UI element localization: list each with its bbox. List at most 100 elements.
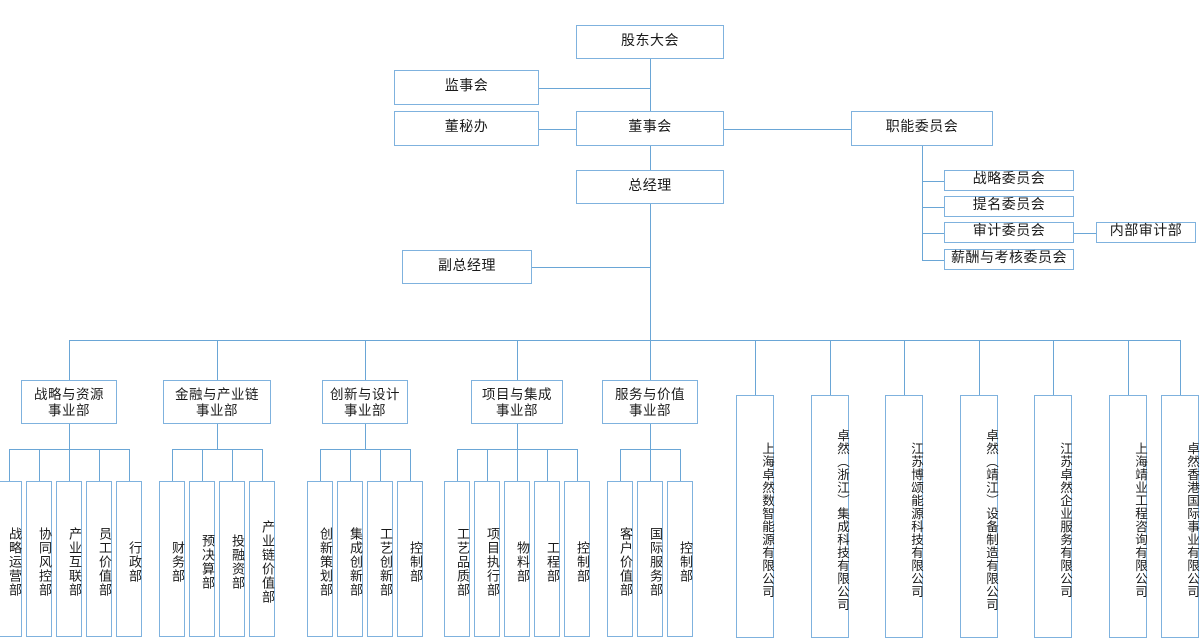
link-shareholders-to-board — [650, 59, 651, 111]
node-board-of-supervisors[interactable]: 监事会 — [394, 70, 539, 105]
node-board-secretary-office[interactable]: 董秘办 — [394, 111, 539, 146]
node-department-4-1[interactable]: 工艺品质部 — [444, 481, 470, 637]
node-line: 战略与资源 — [34, 387, 104, 402]
link-subbus-to-dept-2-3 — [232, 449, 233, 481]
node-division-4[interactable]: 项目与集成事业部 — [471, 380, 563, 424]
node-board-of-directors[interactable]: 董事会 — [576, 111, 724, 146]
node-line: 事业部 — [48, 403, 90, 419]
node-department-1-5[interactable]: 行政部 — [116, 481, 142, 637]
node-subsidiary-2[interactable]: 卓然（浙江）集成科技有限公司 — [811, 395, 849, 638]
link-rail-to-committee-4 — [922, 259, 944, 261]
link-subbus-to-dept-3-4 — [410, 449, 411, 481]
link-bus-to-subsidiary-1 — [755, 340, 756, 395]
link-audit-committee-to-internal-audit — [1074, 232, 1096, 234]
node-subsidiary-1[interactable]: 上海卓然数智能源有限公司 — [736, 395, 774, 638]
node-line: 事业部 — [196, 403, 238, 419]
link-bus-to-division-1 — [69, 340, 70, 380]
link-board-to-committees — [724, 128, 851, 130]
node-department-1-4[interactable]: 员工价值部 — [86, 481, 112, 637]
link-division-1-stem — [69, 424, 70, 449]
node-line: 服务与价值 — [615, 387, 685, 402]
link-division-2-stem — [217, 424, 218, 449]
node-subsidiary-3[interactable]: 江苏博颂能源科技有限公司 — [885, 395, 923, 638]
division-bus — [69, 340, 1180, 341]
node-subsidiary-4[interactable]: 卓然（靖江）设备制造有限公司 — [960, 395, 998, 638]
node-line: 项目与集成 — [482, 387, 552, 402]
node-committee-4[interactable]: 薪酬与考核委员会 — [944, 249, 1074, 270]
link-deputy-to-spine — [532, 267, 650, 268]
link-subbus-to-dept-1-2 — [39, 449, 40, 481]
link-division-4-stem — [517, 424, 518, 449]
node-department-2-4[interactable]: 产业链价值部 — [249, 481, 275, 637]
link-bus-to-subsidiary-6 — [1128, 340, 1129, 395]
link-subbus-to-dept-1-4 — [99, 449, 100, 481]
node-division-2[interactable]: 金融与产业链事业部 — [163, 380, 271, 424]
node-department-2-2[interactable]: 预决算部 — [189, 481, 215, 637]
node-department-1-3[interactable]: 产业互联部 — [56, 481, 82, 637]
link-division-3-stem — [365, 424, 366, 449]
node-department-5-1[interactable]: 客户价值部 — [607, 481, 633, 637]
link-bus-to-subsidiary-7 — [1180, 340, 1181, 395]
link-supervisors-to-spine — [539, 88, 650, 89]
node-committee-1[interactable]: 战略委员会 — [944, 170, 1074, 191]
link-rail-to-committee-1 — [922, 180, 944, 182]
link-committee-rail — [922, 146, 923, 260]
node-department-3-2[interactable]: 集成创新部 — [337, 481, 363, 637]
node-line: 事业部 — [629, 403, 671, 419]
link-subbus-to-dept-1-5 — [129, 449, 130, 481]
node-department-3-1[interactable]: 创新策划部 — [307, 481, 333, 637]
node-line: 事业部 — [344, 403, 386, 419]
node-subsidiary-6[interactable]: 上海靖业工程咨询有限公司 — [1109, 395, 1147, 638]
link-bus-to-subsidiary-2 — [830, 340, 831, 395]
node-committee-3[interactable]: 审计委员会 — [944, 222, 1074, 243]
node-line: 金融与产业链 — [175, 387, 259, 402]
link-subbus-to-dept-4-3 — [517, 449, 518, 481]
node-division-3[interactable]: 创新与设计事业部 — [322, 380, 408, 424]
node-subsidiary-5[interactable]: 江苏卓然企业服务有限公司 — [1034, 395, 1072, 638]
node-subsidiary-7[interactable]: 卓然香港国际事业有限公司 — [1161, 395, 1199, 638]
link-subbus-to-dept-1-3 — [69, 449, 70, 481]
link-rail-to-committee-3 — [922, 232, 944, 234]
node-general-manager[interactable]: 总经理 — [576, 170, 724, 204]
sub-bus-division-2 — [172, 449, 262, 450]
link-subbus-to-dept-1-1 — [9, 449, 10, 481]
node-department-2-3[interactable]: 投融资部 — [219, 481, 245, 637]
node-department-4-3[interactable]: 物料部 — [504, 481, 530, 637]
link-rail-to-committee-2 — [922, 206, 944, 208]
node-functional-committees[interactable]: 职能委员会 — [851, 111, 993, 146]
node-committee-2[interactable]: 提名委员会 — [944, 196, 1074, 217]
link-subbus-to-dept-5-1 — [620, 449, 621, 481]
link-subbus-to-dept-3-3 — [380, 449, 381, 481]
link-subbus-to-dept-5-2 — [650, 449, 651, 481]
node-department-3-4[interactable]: 控制部 — [397, 481, 423, 637]
node-department-4-5[interactable]: 控制部 — [564, 481, 590, 637]
link-secretary-to-board — [539, 128, 576, 130]
link-bus-to-subsidiary-5 — [1053, 340, 1054, 395]
node-department-2-1[interactable]: 财务部 — [159, 481, 185, 637]
node-department-1-1[interactable]: 战略运营部 — [0, 481, 22, 637]
node-department-5-2[interactable]: 国际服务部 — [637, 481, 663, 637]
node-department-5-3[interactable]: 控制部 — [667, 481, 693, 637]
link-subbus-to-dept-2-2 — [202, 449, 203, 481]
link-bus-to-division-5 — [650, 340, 651, 380]
link-gm-to-division-bus — [650, 204, 651, 340]
node-department-4-4[interactable]: 工程部 — [534, 481, 560, 637]
link-bus-to-division-3 — [365, 340, 366, 380]
link-subbus-to-dept-4-4 — [547, 449, 548, 481]
link-board-to-gm — [650, 146, 651, 170]
node-division-5[interactable]: 服务与价值事业部 — [602, 380, 698, 424]
node-internal-audit-dept[interactable]: 内部审计部 — [1096, 222, 1196, 243]
link-subbus-to-dept-4-2 — [487, 449, 488, 481]
node-department-4-2[interactable]: 项目执行部 — [474, 481, 500, 637]
node-deputy-general-manager[interactable]: 副总经理 — [402, 250, 532, 284]
node-department-1-2[interactable]: 协同风控部 — [26, 481, 52, 637]
node-division-1[interactable]: 战略与资源事业部 — [21, 380, 117, 424]
link-bus-to-division-4 — [517, 340, 518, 380]
link-bus-to-division-2 — [217, 340, 218, 380]
link-bus-to-subsidiary-3 — [904, 340, 905, 395]
link-subbus-to-dept-4-1 — [457, 449, 458, 481]
node-line: 事业部 — [496, 403, 538, 419]
node-shareholders-meeting[interactable]: 股东大会 — [576, 25, 724, 59]
node-department-3-3[interactable]: 工艺创新部 — [367, 481, 393, 637]
link-subbus-to-dept-3-1 — [320, 449, 321, 481]
